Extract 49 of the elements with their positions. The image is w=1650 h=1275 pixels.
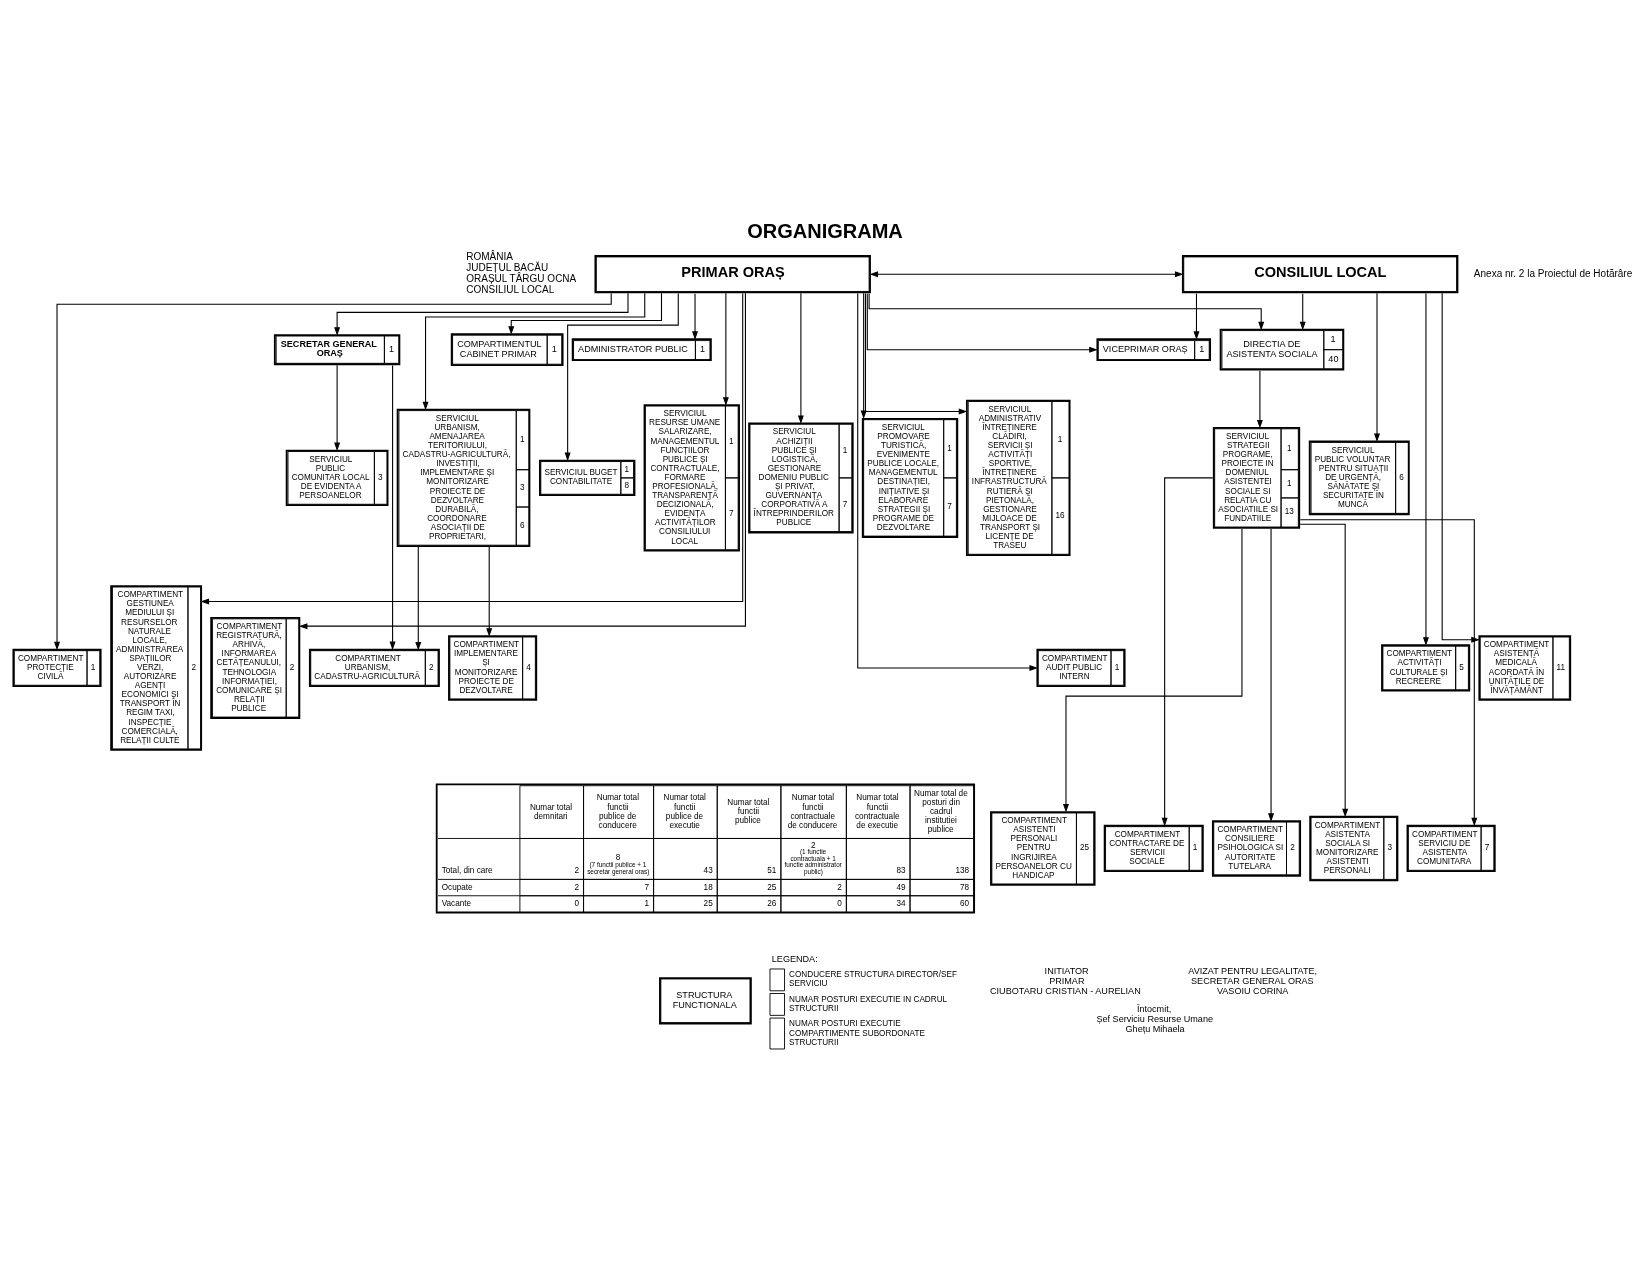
label: 2 [574, 882, 580, 892]
label: 1 [644, 898, 650, 908]
label: 51 [767, 866, 777, 876]
label: Vacante [441, 898, 472, 908]
label: 7 [644, 882, 650, 892]
label: 2 [837, 882, 842, 892]
label: 49 [896, 882, 906, 892]
label: 78 [960, 882, 970, 892]
label: Numar total functii publice de conducere [596, 793, 639, 830]
label: 8 [615, 853, 621, 863]
label: Ghețu Mihaela [1125, 1023, 1185, 1034]
label: 60 [960, 898, 970, 908]
label: Șef Serviciu Resurse Umane [1096, 1013, 1214, 1024]
label: PRIMAR [1049, 976, 1085, 987]
label: 18 [703, 882, 713, 892]
label: ROMÂNIA [466, 251, 513, 263]
label: 2 [574, 866, 580, 876]
label: CIUBOTARU CRISTIAN - AURELIAN [990, 986, 1141, 997]
label: Numar total functii contractuale de executie [855, 793, 900, 830]
label: 83 [896, 866, 906, 876]
legend-label: NUMAR POSTURI EXECUTIE IN CADRUL STRUCTURII [789, 994, 948, 1013]
label: Numar total functii contractuale de conducere [787, 793, 838, 830]
label: SECRETAR GENERAL ORAS [1191, 976, 1314, 987]
label: Numar total functii publice de executie [663, 793, 706, 830]
label: 43 [703, 866, 713, 876]
label: LEGENDA: [771, 953, 818, 964]
label: 138 [955, 866, 970, 876]
label: INITIATOR [1044, 966, 1089, 977]
label: Întocmit, [1136, 1003, 1172, 1014]
label: ORAȘUL TÂRGU OCNA [466, 273, 577, 285]
label: 25 [703, 898, 713, 908]
label: CONSILIUL LOCAL [466, 284, 555, 296]
legend-label: CONDUCERE STRUCTURA DIRECTOR/SEF SERVICIU [789, 970, 957, 989]
diagram-title: ORGANIGRAMA [747, 220, 903, 243]
legend-label: NUMAR POSTURI EXECUTIE COMPARTIMENTE SUBORDONATE STRUCTURII [789, 1019, 925, 1047]
label: 0 [574, 898, 580, 908]
label: Ocupate [441, 882, 473, 892]
label: 0 [837, 898, 842, 908]
label: 34 [896, 898, 906, 908]
label: Total, din care [441, 866, 493, 876]
label: Numar total demnitari [529, 802, 573, 821]
label: 2 [810, 840, 816, 850]
label: VASOIU CORINA [1216, 986, 1289, 997]
label: AVIZAT PENTRU LEGALITATE, [1188, 966, 1318, 977]
label: 25 [767, 882, 777, 892]
label: 26 [767, 898, 777, 908]
label: Numar total de posturi din cadrul institutiei publice [914, 788, 968, 835]
label: Anexa nr. 2 la Proiectul de Hotărâre [1473, 267, 1633, 279]
label: Numar total functii publice [727, 798, 770, 826]
